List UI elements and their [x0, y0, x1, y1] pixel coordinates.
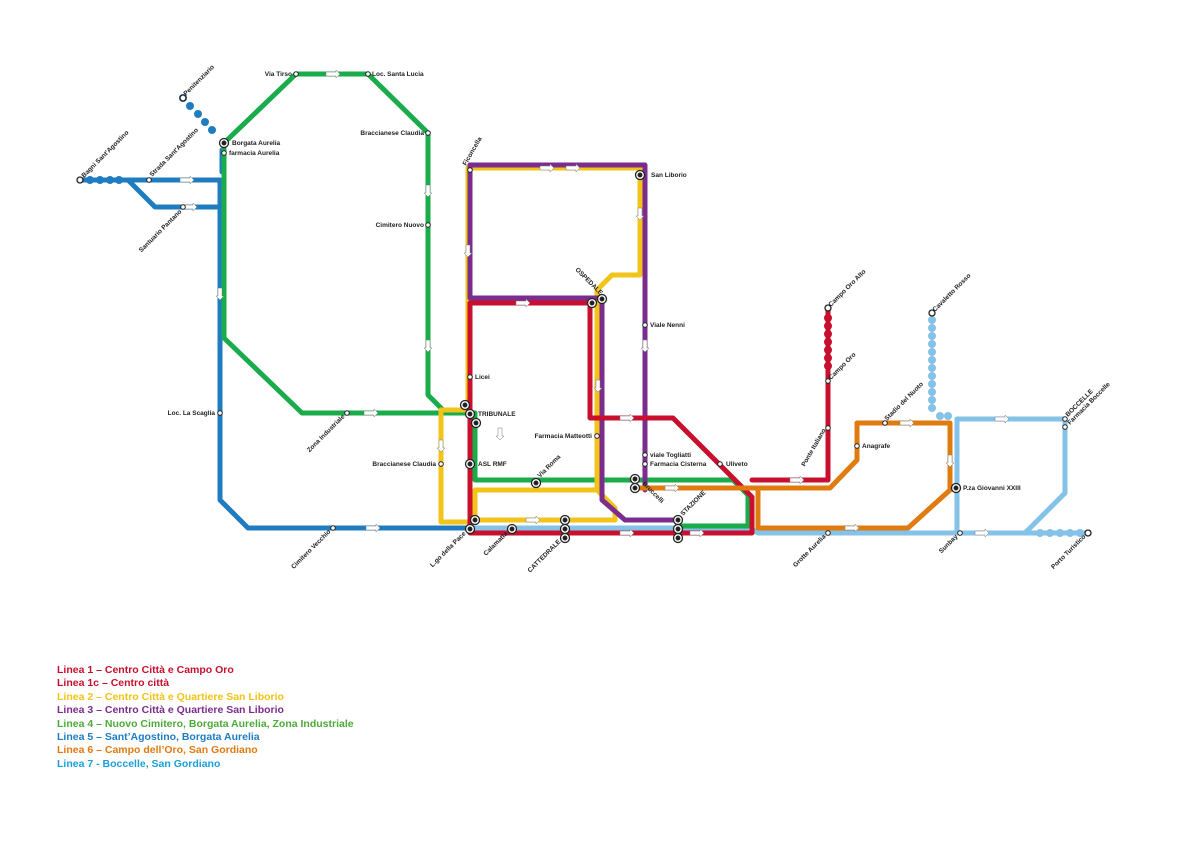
legend: Linea 1 – Centro Città e Campo Oro Linea… — [57, 664, 477, 771]
dotted-extensions — [86, 94, 1084, 537]
line-5-route — [77, 147, 473, 531]
stop-label-loc-santa-lucia: Loc. Santa Lucia — [372, 71, 424, 78]
stop-label-cimitero-nuovo: Cimitero Nuovo — [376, 222, 424, 229]
legend-line-5: Linea 5 – Sant’Agostino, Borgata Aurelia — [57, 731, 260, 744]
direction-arrows — [179, 69, 1010, 538]
stop-label-strada-sant-agostino: Strada Sant'Agostino — [148, 127, 200, 179]
stop-label-cimitero-vecchio: Cimitero Vecchio — [290, 528, 332, 570]
legend-line-1c: Linea 1c – Centro città — [57, 677, 170, 690]
stop-label-ficoncella: Ficoncella — [462, 136, 484, 167]
stop-label-viale-nenni: Viale Nenni — [650, 322, 685, 329]
stop-label-san-liborio: San Liborio — [651, 172, 687, 179]
stop-label-santuario-pantano: Santuario Pantano — [138, 208, 184, 254]
stop-label-lgo-della-pace: L.go della Pace — [429, 530, 468, 569]
stop-label-zona-industriale: Zona Industriale — [306, 413, 347, 454]
legend-line-7: Linea 7 - Boccelle, San Gordiano — [57, 757, 221, 770]
legend-line-3: Linea 3 – Centro Città e Quartiere San L… — [57, 704, 284, 717]
stop-label-ospedale: OSPEDALE — [574, 266, 605, 297]
stop-label-cattedrale: CATTEDRALE — [527, 538, 563, 574]
stop-label-borgata-aurelia: Borgata Aurelia — [232, 140, 281, 147]
stop-label-ponte-italiano: Ponte Italiano — [800, 427, 827, 467]
stop-label-via-roma: Via Roma — [536, 453, 562, 479]
stop-label-via-tirso: Via Tirso — [265, 71, 292, 78]
stop-label-pza-giovanni: P.za Giovanni XXIII — [963, 485, 1021, 492]
stop-label-uliveto: Uliveto — [726, 461, 748, 468]
stop-label-asl-rmf: ASL RMF — [478, 461, 507, 468]
stop-label-stadio-del-nuoto: Stadio del Nuoto — [883, 381, 924, 422]
stop-label-loc-la-scaglia: Loc. La Scaglia — [168, 410, 216, 417]
stop-label-grotte-aurelia: Grotte Aurelia — [792, 533, 828, 569]
legend-line-6: Linea 6 – Campo dell’Oro, San Gordiano — [57, 744, 258, 757]
terminal-markers — [76, 94, 1092, 537]
stop-label-licei: Licei — [475, 374, 490, 381]
line-1-route — [467, 300, 831, 536]
stop-label-porto-turistico: Porto Turistico — [1050, 533, 1087, 570]
stop-label-anagrafe: Anagrafe — [862, 443, 891, 450]
stop-label-bruccelli: Bruccelli — [641, 480, 666, 505]
stop-label-braccianese-claudia-1: Braccianese Claudia — [360, 130, 424, 137]
line-6-route — [632, 420, 953, 531]
stop-label-stazione: STAZIONE — [679, 489, 707, 517]
stop-label-braccianese-claudia-2: Braccianese Claudia — [372, 461, 436, 468]
stop-label-bagni-sant-agostino: Bagni Sant'Agostino — [80, 129, 130, 179]
interchange-markers — [218, 137, 962, 544]
stop-label-penitenziario: Penitenziario — [182, 64, 216, 98]
stop-label-farmacia-aurelia: farmacia Aurelia — [229, 150, 280, 157]
stop-label-viale-togliatti: viale Togliatti — [650, 452, 691, 459]
stop-label-tribunale: TRIBUNALE — [478, 411, 516, 418]
stop-label-farmacia-matteotti: Farmacia Matteotti — [535, 433, 593, 440]
legend-line-4: Linea 4 – Nuovo Cimitero, Borgata Aureli… — [57, 717, 354, 730]
stop-label-cavaletto-rosso: Cavaletto Rosso — [931, 272, 972, 313]
stop-label-sunbay: Sunbay — [938, 533, 960, 555]
legend-line-1: Linea 1 – Centro Città e Campo Oro — [57, 664, 234, 676]
stop-markers — [146, 71, 1068, 536]
line-3-route — [467, 162, 681, 523]
legend-line-2: Linea 2 – Centro Città e Quartiere San L… — [57, 690, 284, 703]
stop-label-farmacia-cisterna: Farmacia Cisterna — [650, 461, 707, 468]
stop-label-campo-oro-alto: Campo Oro Alto — [827, 268, 867, 308]
